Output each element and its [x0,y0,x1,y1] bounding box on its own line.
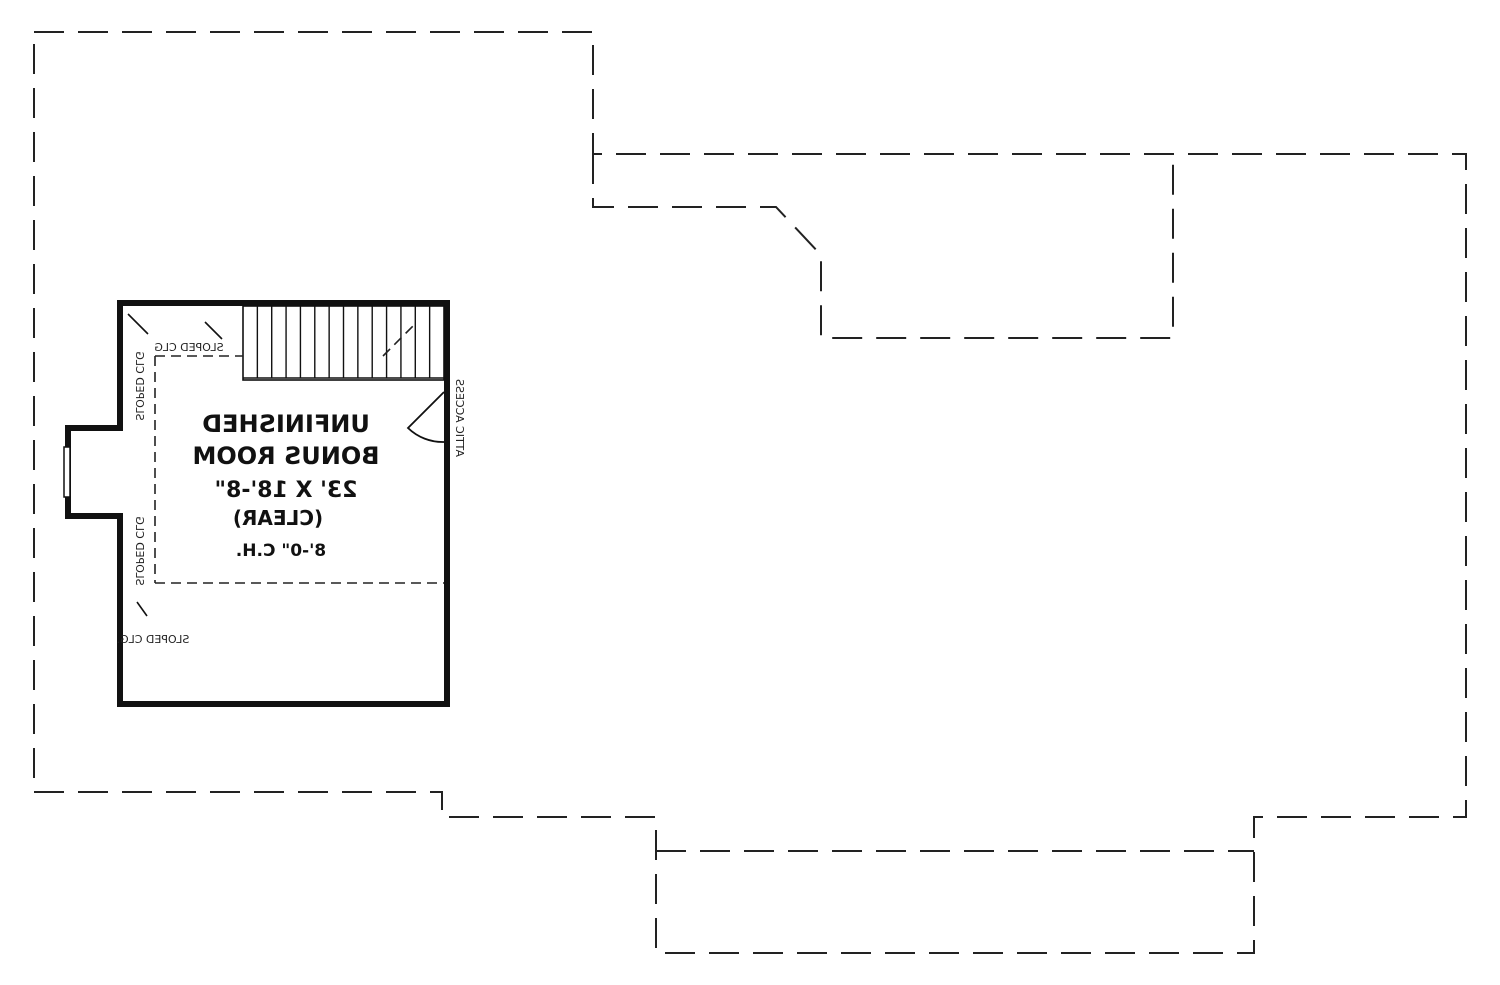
sloped-clg-left-lower-label: SLOPED CLG [133,516,146,585]
attic-access-label: ATTIC ACCESS [453,379,466,457]
attic-access-door [406,391,445,443]
upper-porch-outline [592,154,1174,339]
room-ceiling-height: 8'-0" C.H. [236,541,326,561]
dormer-bumpout [65,425,123,519]
dormer-window [63,446,71,498]
sloped-clg-top-label: SLOPED CLG [154,341,223,354]
room-clear: (CLEAR) [233,506,323,530]
sloped-clg-left-upper-label: SLOPED CLG [133,351,146,420]
room-name-line2: BONUS ROOM [192,442,379,470]
staircase [242,305,445,381]
room-label: UNFINISHED BONUS ROOM 23' X 18'-8" (CLEA… [192,410,379,561]
room-name-line1: UNFINISHED [202,410,370,438]
bonus-room-walls [117,300,450,707]
sloped-clg-bottom-label: SLOPED CLG. [117,633,190,646]
room-dimensions: 23' X 18'-8" [215,478,358,503]
